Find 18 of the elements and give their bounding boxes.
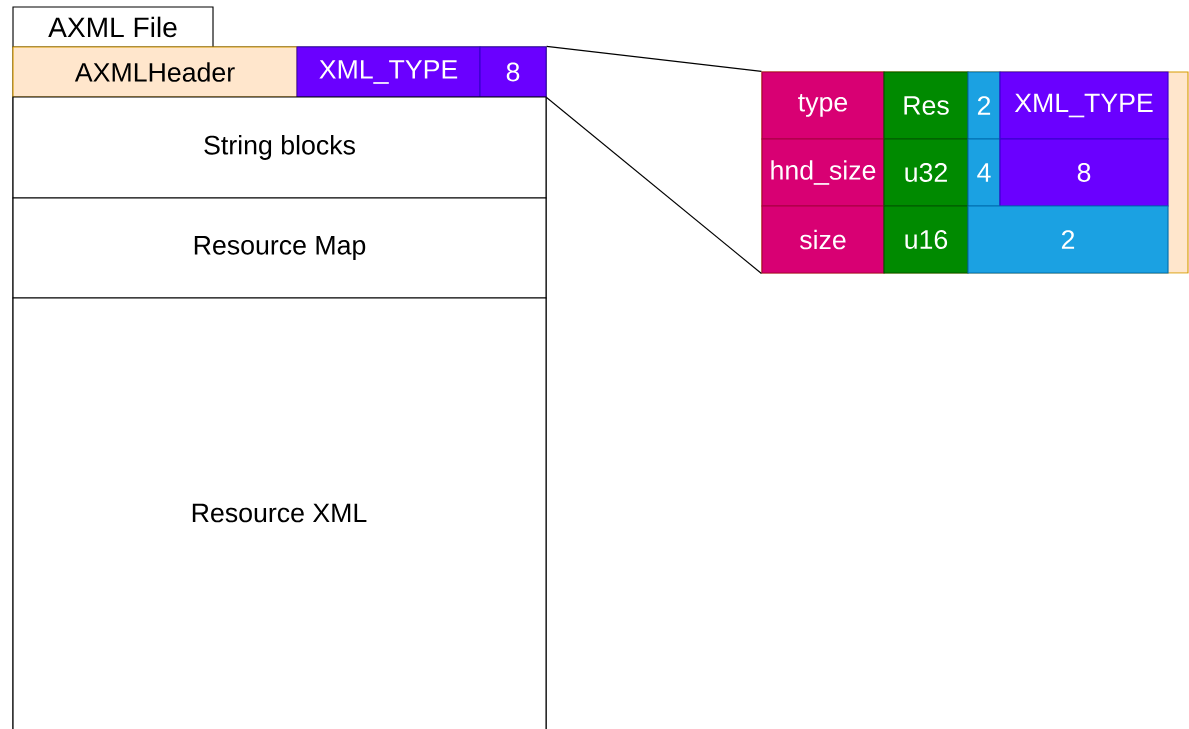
section-box: Resource Map — [12, 197, 547, 299]
table-cell: 2 — [967, 205, 1169, 274]
table-cell: type — [761, 71, 885, 140]
table-cell: Res — [883, 71, 969, 140]
table-cell: 4 — [967, 138, 1001, 207]
table-cell: 8 — [999, 138, 1169, 207]
zoom-line — [546, 97, 762, 275]
node-label: AXML File — [48, 16, 177, 38]
table-cell: u32 — [883, 138, 969, 207]
table-cell: hnd_size — [761, 138, 885, 207]
section-box: String blocks — [12, 96, 547, 199]
table-cell: u16 — [883, 205, 969, 274]
header-field: 8 — [479, 46, 547, 98]
header-field: AXMLHeader — [12, 46, 298, 98]
table-cell: 2 — [967, 71, 1001, 140]
table-cell: size — [761, 205, 885, 274]
zoom-line — [546, 45, 762, 72]
table-cell: XML_TYPE — [999, 71, 1169, 140]
